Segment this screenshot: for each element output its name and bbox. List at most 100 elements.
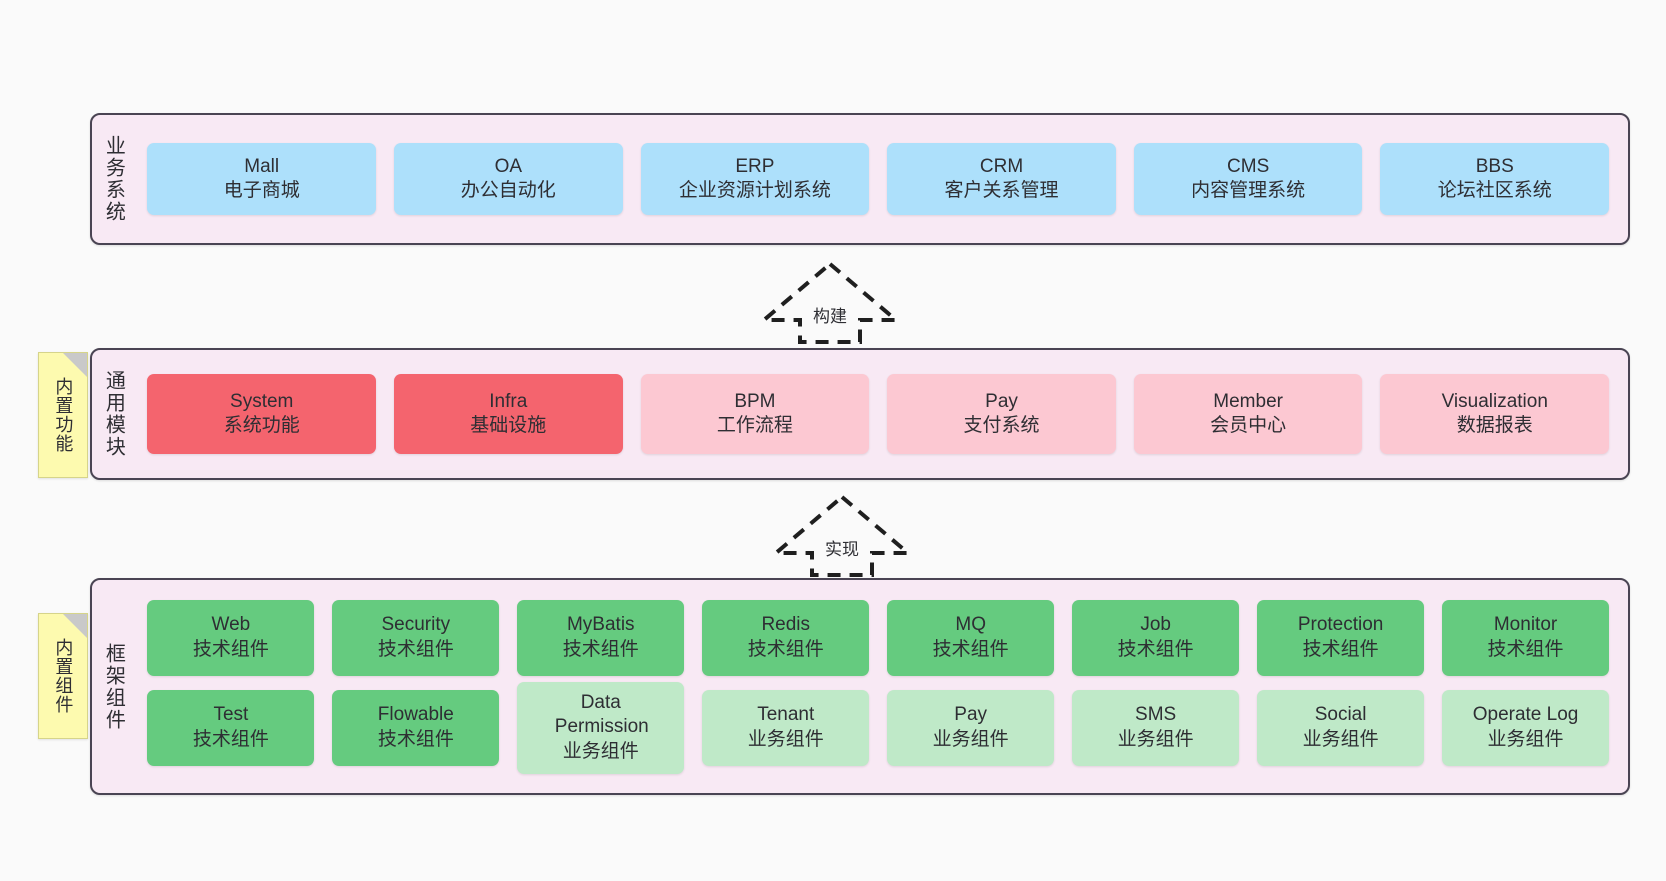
card-title: BBS	[1475, 155, 1514, 177]
layer-business-system-caption: 业务系统	[102, 135, 125, 223]
card-pay-module[interactable]: Pay 支付系统	[887, 374, 1116, 454]
card-monitor[interactable]: Monitor 技术组件	[1442, 599, 1610, 676]
card-subtitle: 技术组件	[1487, 638, 1564, 660]
connector-implement: 实现	[770, 494, 914, 577]
card-subtitle: 企业资源计划系统	[678, 180, 831, 201]
card-web[interactable]: Web 技术组件	[147, 599, 315, 676]
card-subtitle: 业务组件	[932, 728, 1009, 750]
card-test[interactable]: Test 技术组件	[147, 689, 315, 766]
card-oa[interactable]: OA 办公自动化	[394, 143, 623, 215]
card-visualization[interactable]: Visualization 数据报表	[1380, 374, 1610, 454]
card-subtitle: 内容管理系统	[1191, 180, 1306, 201]
card-subtitle: 技术组件	[377, 638, 454, 660]
card-security[interactable]: Security 技术组件	[332, 599, 500, 676]
card-title: System	[230, 390, 294, 412]
card-mall[interactable]: Mall 电子商城	[147, 143, 376, 215]
card-title: Redis	[761, 614, 811, 636]
note-builtin-components[interactable]: 内置组件	[38, 613, 88, 739]
card-subtitle: 技术组件	[192, 728, 269, 750]
card-subtitle: 技术组件	[747, 638, 824, 660]
card-member[interactable]: Member 会员中心	[1133, 374, 1363, 454]
card-crm[interactable]: CRM 客户关系管理	[887, 143, 1116, 215]
note-builtin-features-label: 内置功能	[53, 377, 74, 453]
card-subtitle: 技术组件	[377, 728, 454, 750]
card-title: BPM	[734, 390, 776, 412]
card-subtitle: 工作流程	[716, 415, 793, 436]
connector-implement-label: 实现	[825, 540, 859, 559]
card-subtitle: 技术组件	[1302, 638, 1379, 660]
layer-common-modules-caption: 通用模块	[102, 370, 125, 458]
card-system[interactable]: System 系统功能	[147, 374, 376, 454]
card-title: MQ	[955, 614, 986, 636]
layer-business-system-cards: Mall 电子商城 OA 办公自动化 ERP 企业资源计划系统 CRM 客户关系…	[134, 115, 1628, 243]
card-title: SMS	[1135, 704, 1177, 726]
card-title: Tenant	[757, 704, 815, 726]
card-pay-component[interactable]: Pay 业务组件	[887, 689, 1055, 766]
card-subtitle: 基础设施	[470, 415, 547, 436]
card-subtitle: 业务组件	[1117, 728, 1194, 750]
card-subtitle: 电子商城	[223, 180, 300, 201]
card-title: Pay	[954, 704, 988, 726]
card-subtitle: 业务组件	[562, 740, 639, 762]
card-subtitle: 办公自动化	[460, 180, 556, 201]
note-builtin-components-label: 内置组件	[53, 638, 74, 714]
layer-common-modules-cards: System 系统功能 Infra 基础设施 BPM 工作流程 Pay 支付系统…	[134, 350, 1628, 478]
fold-corner-icon	[63, 614, 87, 638]
card-tenant[interactable]: Tenant 业务组件	[702, 689, 870, 766]
card-subtitle: 数据报表	[1456, 415, 1533, 436]
card-title: MyBatis	[566, 614, 635, 636]
card-job[interactable]: Job 技术组件	[1072, 599, 1240, 676]
card-mybatis[interactable]: MyBatis 技术组件	[517, 599, 685, 676]
layer-framework-components[interactable]: 框架组件 Web 技术组件 Security 技术组件 MyBatis 技术组件…	[90, 578, 1630, 795]
card-subtitle: 系统功能	[223, 415, 300, 436]
card-subtitle: 技术组件	[932, 638, 1009, 660]
connector-build-label: 构建	[813, 307, 847, 326]
card-redis[interactable]: Redis 技术组件	[702, 599, 870, 676]
card-subtitle: 业务组件	[1487, 728, 1564, 750]
card-title: OA	[494, 155, 523, 177]
card-flowable[interactable]: Flowable 技术组件	[332, 689, 500, 766]
card-subtitle: 技术组件	[562, 638, 639, 660]
fold-corner-icon	[63, 353, 87, 377]
card-subtitle: 业务组件	[747, 728, 824, 750]
card-title: Data Permission	[554, 692, 649, 738]
card-erp[interactable]: ERP 企业资源计划系统	[640, 143, 870, 215]
card-title: Member	[1213, 390, 1283, 412]
card-title: Job	[1140, 614, 1171, 636]
card-title: Security	[381, 614, 451, 636]
card-bbs[interactable]: BBS 论坛社区系统	[1380, 143, 1610, 215]
card-title: Operate Log	[1472, 704, 1579, 726]
card-subtitle: 支付系统	[963, 415, 1040, 436]
card-title: Infra	[489, 390, 528, 412]
card-mq[interactable]: MQ 技术组件	[887, 599, 1055, 676]
card-title: ERP	[735, 155, 775, 177]
card-infra[interactable]: Infra 基础设施	[394, 374, 623, 454]
layer-business-system[interactable]: 业务系统 Mall 电子商城 OA 办公自动化 ERP 企业资源计划系统 CRM…	[90, 113, 1630, 245]
note-builtin-features[interactable]: 内置功能	[38, 352, 88, 478]
framework-row-business: Test 技术组件 Flowable 技术组件 Data Permission …	[138, 681, 1618, 774]
card-title: Pay	[985, 390, 1018, 412]
layer-framework-components-caption: 框架组件	[102, 642, 125, 731]
card-subtitle: 客户关系管理	[944, 180, 1059, 201]
card-title: CRM	[979, 155, 1024, 177]
card-bpm[interactable]: BPM 工作流程	[640, 374, 870, 454]
connector-build: 构建	[758, 261, 902, 344]
card-title: Monitor	[1493, 614, 1558, 636]
layer-common-modules[interactable]: 通用模块 System 系统功能 Infra 基础设施 BPM 工作流程 Pay…	[90, 348, 1630, 480]
card-title: Mall	[244, 155, 280, 177]
card-protection[interactable]: Protection 技术组件	[1257, 599, 1425, 676]
framework-row-technical: Web 技术组件 Security 技术组件 MyBatis 技术组件 Redi…	[138, 599, 1618, 676]
card-subtitle: 业务组件	[1302, 728, 1379, 750]
layer-framework-components-cards: Web 技术组件 Security 技术组件 MyBatis 技术组件 Redi…	[134, 580, 1628, 793]
card-sms[interactable]: SMS 业务组件	[1072, 689, 1240, 766]
card-title: Web	[211, 614, 251, 636]
card-subtitle: 技术组件	[192, 638, 269, 660]
card-subtitle: 会员中心	[1210, 415, 1287, 436]
card-title: Flowable	[377, 704, 454, 726]
card-title: CMS	[1227, 155, 1270, 177]
card-data-permission[interactable]: Data Permission 业务组件	[517, 681, 685, 774]
card-social[interactable]: Social 业务组件	[1257, 689, 1425, 766]
card-cms[interactable]: CMS 内容管理系统	[1133, 143, 1363, 215]
card-operate-log[interactable]: Operate Log 业务组件	[1442, 689, 1610, 766]
